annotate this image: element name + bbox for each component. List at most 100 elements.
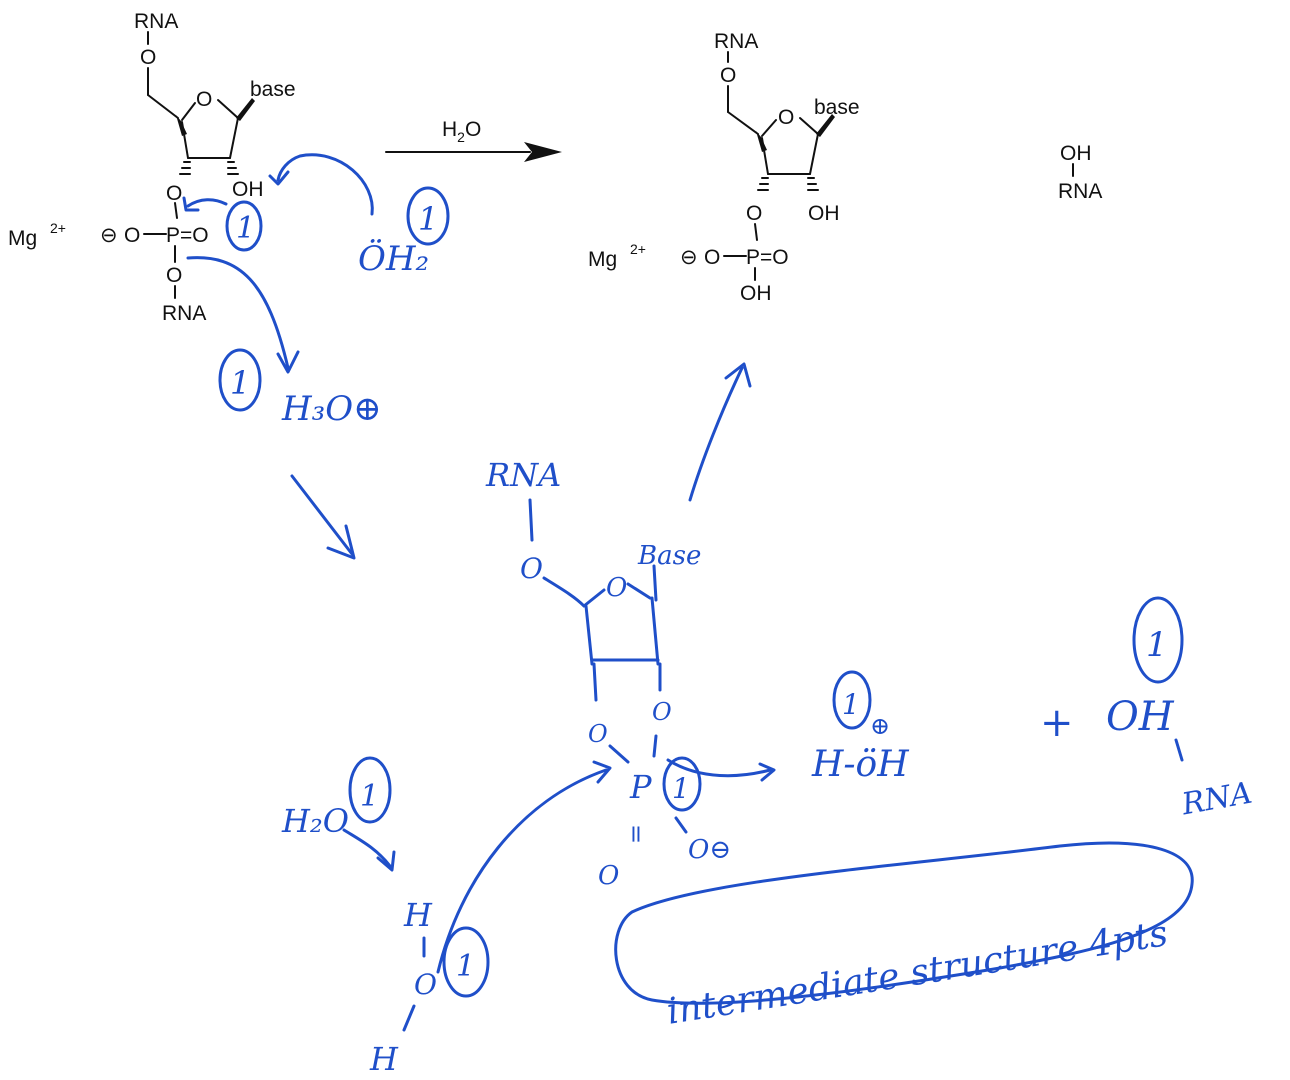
h3o-label: H₃O⊕ [281,389,382,429]
h2o-label: H₂O [281,802,349,840]
handwritten-annotations: 1 ÖH₂ 1 1 H₃O⊕ RNA O O Base [182,153,1255,1078]
reactant-p: P [166,224,180,247]
score-one: 1 [236,211,255,246]
reactant-oh2: OH [232,178,264,201]
reactant-base: base [250,78,296,101]
plus-charge: ⊕ [870,712,890,740]
score-circle [662,756,702,812]
reactant-mg-charge: 2+ [50,220,66,236]
bond [582,588,606,608]
score-one: 1 [418,200,438,238]
curved-arrow [186,198,228,208]
o-mid: O [414,968,437,1001]
product-o-left: O [704,246,720,269]
note-oval [614,841,1194,1005]
product-o5: O [720,64,736,87]
hashed-bond [179,161,191,175]
reactant-rna-top: RNA [134,10,178,33]
score-circle [406,186,450,246]
reactant-eq-o: =O [180,224,209,247]
wedge-bond [756,131,767,152]
bond [542,576,586,608]
curved-arrow [342,828,392,868]
reactant-o-bottom: O [166,264,182,287]
bond [761,119,777,137]
score-circle [442,926,490,998]
plus-sign: + [1040,700,1074,746]
score-one: 1 [230,364,250,402]
up-arrow [688,366,744,502]
arrow-head [376,850,396,872]
arrow-head [276,350,300,374]
score-one: 1 [672,772,690,805]
reactant-o3: O [166,182,182,205]
score-one: 1 [456,949,475,984]
curved-arrow [276,153,374,216]
curved-arrow [186,256,290,370]
product-base: base [814,96,860,119]
bond [181,102,196,121]
arrow-head [592,760,612,784]
bond [652,734,658,758]
bond [809,133,819,175]
product-p: P [746,246,760,269]
rna-right: RNA [1178,776,1255,823]
arrow-head [724,362,752,388]
product-minus: ⊖ [680,246,698,269]
bond [799,117,819,135]
reactant-structure: RNA O O base OH O ⊖ O P =O [8,10,296,325]
int-o: O [520,552,543,585]
int-p: P [629,768,652,806]
product-oh2: OH [808,202,840,225]
bond [181,121,189,159]
int-eq: = [622,824,650,844]
water-label: ÖH₂ [358,238,429,279]
reactant-rna-bottom: RNA [162,302,206,325]
product-structure: RNA O O base OH O ⊖ O P =O OH [588,30,860,305]
bond [592,662,598,702]
int-o-bottom: O [598,861,619,891]
h-bottom: H [369,1040,399,1078]
product-o3: O [746,202,762,225]
hashed-bond [757,177,769,191]
bond [217,99,239,119]
score-circle [832,670,872,730]
arrow-head [758,762,776,782]
arrow-head [268,170,290,186]
arrow-head [326,524,356,560]
product-ring-o: O [778,106,794,129]
bond [727,111,759,135]
reactant-o5: O [140,46,156,69]
int-base: Base [637,541,701,571]
arrow-label: H2O [442,118,481,145]
byproduct-oh: OH [1060,142,1092,165]
bond [608,744,630,764]
reactant-ring-o: O [196,88,212,111]
wedge-bond [236,98,255,121]
hashed-bond [807,177,819,191]
reactant-o-left: O [124,224,140,247]
score-circle [218,348,262,412]
h-oh-label: H-öH [811,744,909,785]
product-rna-top: RNA [714,30,758,53]
bond [761,137,769,175]
bond [402,1004,416,1032]
int-ring-o: O [606,573,627,603]
wedge-bond [176,115,187,136]
byproduct-rna: RNA [1058,180,1102,203]
byproduct-structure: OH RNA [1058,142,1102,203]
int-rna: RNA [485,456,561,494]
bond [229,117,239,159]
hashed-bond [227,161,239,175]
bond [584,604,594,666]
curved-arrow [666,758,772,778]
score-one: 1 [842,688,860,721]
product-mg-charge: 2+ [630,241,646,257]
score-one: 1 [360,779,379,814]
reactant-mg: Mg [8,227,37,250]
product-eq-o: =O [760,246,789,269]
score-circle [1132,596,1184,684]
arrow-head [182,196,200,212]
